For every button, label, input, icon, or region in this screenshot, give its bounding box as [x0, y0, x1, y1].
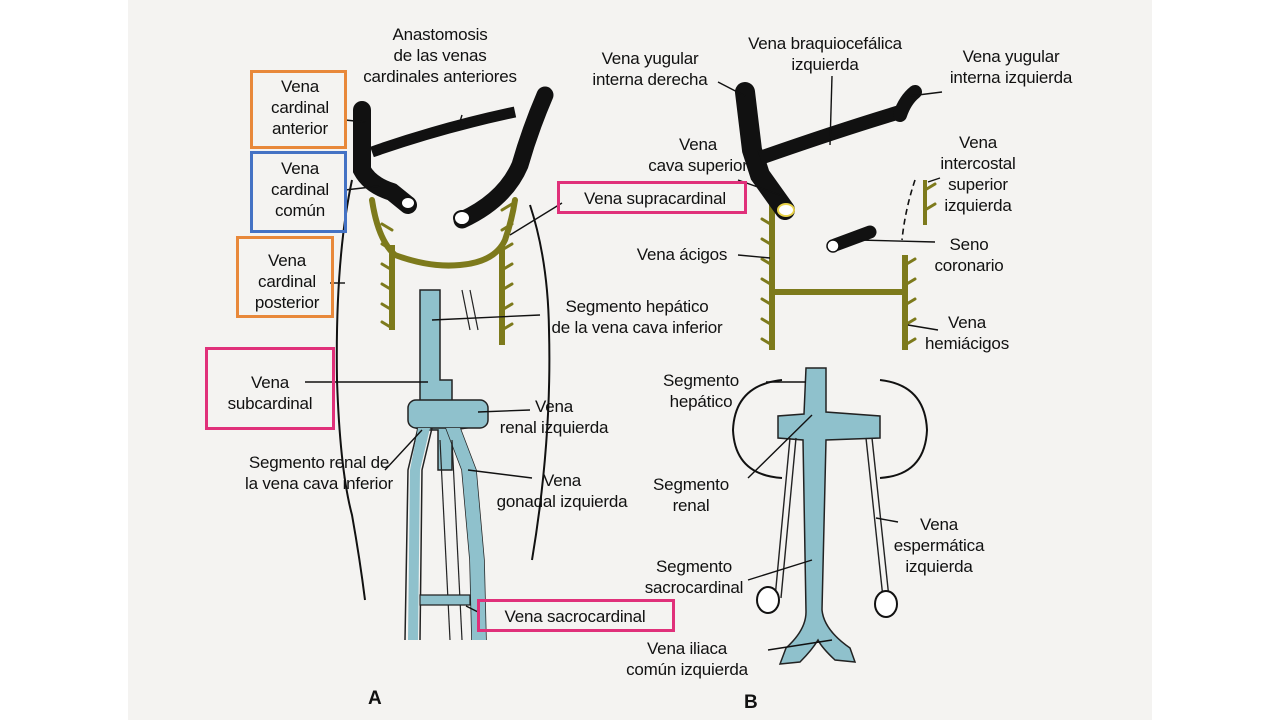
- panel-label-a: A: [368, 688, 382, 709]
- label-sacrocardinal: Vena sacrocardinal: [504, 607, 646, 626]
- highlight-box-subcardinal: [205, 347, 335, 430]
- label-acigos: Vena ácigos: [636, 245, 728, 264]
- label-supracardinal: Vena supracardinal: [584, 189, 726, 208]
- highlight-box-supracardinal: [557, 181, 747, 214]
- highlight-box-cardinal-anterior: [250, 70, 347, 149]
- panel-b-drawing: [731, 82, 937, 665]
- highlight-box-cardinal-posterior: [236, 236, 334, 318]
- leader-lines: [305, 75, 943, 651]
- highlight-box-sacrocardinal: [477, 599, 675, 632]
- panel-label-b: B: [744, 692, 758, 713]
- highlight-box-cardinal-comun: [250, 151, 347, 233]
- panel-a-drawing: [335, 86, 554, 641]
- vein-diagram-svg: [305, 75, 943, 665]
